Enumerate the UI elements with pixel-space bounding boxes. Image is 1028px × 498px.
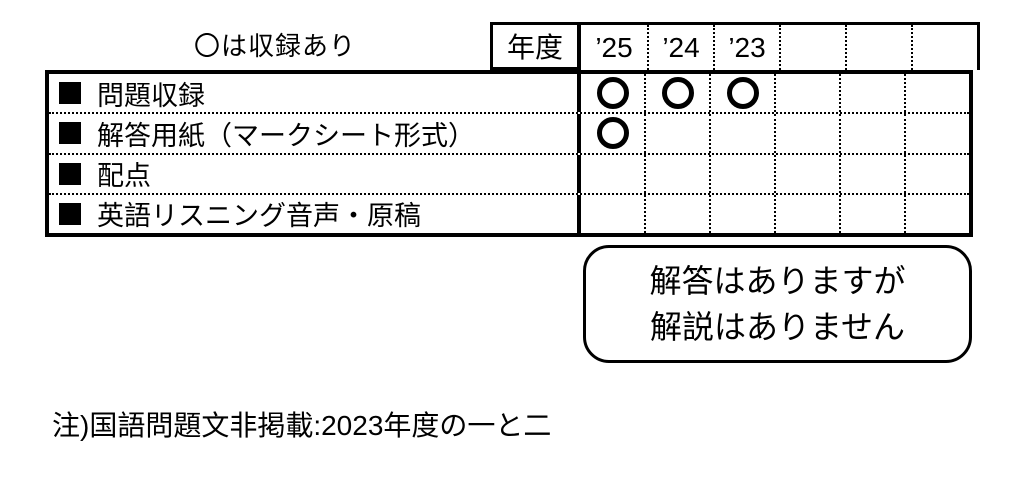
row-label: 解答用紙（マークシート形式） — [97, 120, 475, 151]
year-column-empty-3 — [911, 25, 977, 70]
row-label: 配点 — [97, 161, 151, 192]
filled-square-icon — [59, 202, 81, 225]
year-corner-header: 年度 — [490, 22, 577, 70]
row-label-cell: 英語リスニング音声・原稿 — [49, 195, 577, 233]
year-column-23: ’23 — [713, 25, 779, 70]
year-column-25: ’25 — [595, 31, 633, 63]
row-label-cell: 問題収録 — [49, 74, 577, 112]
mark-cell — [709, 194, 774, 233]
year-column-empty-1 — [779, 25, 845, 70]
included-circle-icon — [596, 117, 629, 150]
mark-cell — [644, 114, 709, 153]
contents-table: 問題収録 解答用紙（マークシート形式） 配点 — [45, 70, 973, 237]
mark-cell — [577, 114, 644, 153]
mark-cell — [904, 74, 969, 113]
year-column-empty-2 — [845, 25, 911, 70]
year-column-24: ’24 — [647, 25, 713, 70]
mark-cell — [709, 154, 774, 193]
table-row: 英語リスニング音声・原稿 — [49, 192, 969, 233]
mark-cell — [839, 194, 904, 233]
included-circle-icon — [661, 77, 694, 110]
answers-note-callout: 解答はありますが 解説はありません — [583, 245, 972, 363]
filled-square-icon — [59, 162, 81, 185]
mark-cell — [904, 114, 969, 153]
mark-cell — [774, 74, 839, 113]
included-circle-icon — [596, 77, 629, 110]
table-row: 解答用紙（マークシート形式） — [49, 112, 969, 153]
mark-cell — [644, 74, 709, 113]
mark-cell — [774, 154, 839, 193]
mark-cell — [644, 194, 709, 233]
mark-cell — [839, 74, 904, 113]
filled-square-icon — [59, 122, 81, 145]
mark-cell — [774, 194, 839, 233]
mark-cell — [839, 154, 904, 193]
mark-cell — [577, 194, 644, 233]
year-columns: ’25 ’24 ’23 — [577, 22, 980, 70]
filled-square-icon — [59, 82, 81, 105]
mark-cell — [904, 154, 969, 193]
callout-line-2: 解説はありません — [649, 309, 906, 345]
mark-cell — [577, 154, 644, 193]
mark-cell — [709, 114, 774, 153]
row-label: 問題収録 — [97, 80, 205, 111]
mark-cell — [774, 114, 839, 153]
included-circle-icon — [726, 77, 759, 110]
row-label-cell: 解答用紙（マークシート形式） — [49, 114, 577, 152]
table-header: 年度 ’25 ’24 ’23 — [490, 22, 980, 70]
footnote: 注)国語問題文非掲載:2023年度の一と二 — [52, 410, 552, 441]
mark-cell — [709, 74, 774, 113]
row-label: 英語リスニング音声・原稿 — [97, 201, 421, 232]
row-label-cell: 配点 — [49, 155, 577, 193]
table-row: 配点 — [49, 152, 969, 193]
legend-circle-means-included: 〇は収録あり — [193, 31, 356, 61]
table-row: 問題収録 — [49, 74, 969, 113]
mark-cell — [644, 154, 709, 193]
mark-cell — [577, 74, 644, 113]
callout-line-1: 解答はありますが — [649, 262, 906, 299]
mark-cell — [839, 114, 904, 153]
mark-cell — [904, 194, 969, 233]
